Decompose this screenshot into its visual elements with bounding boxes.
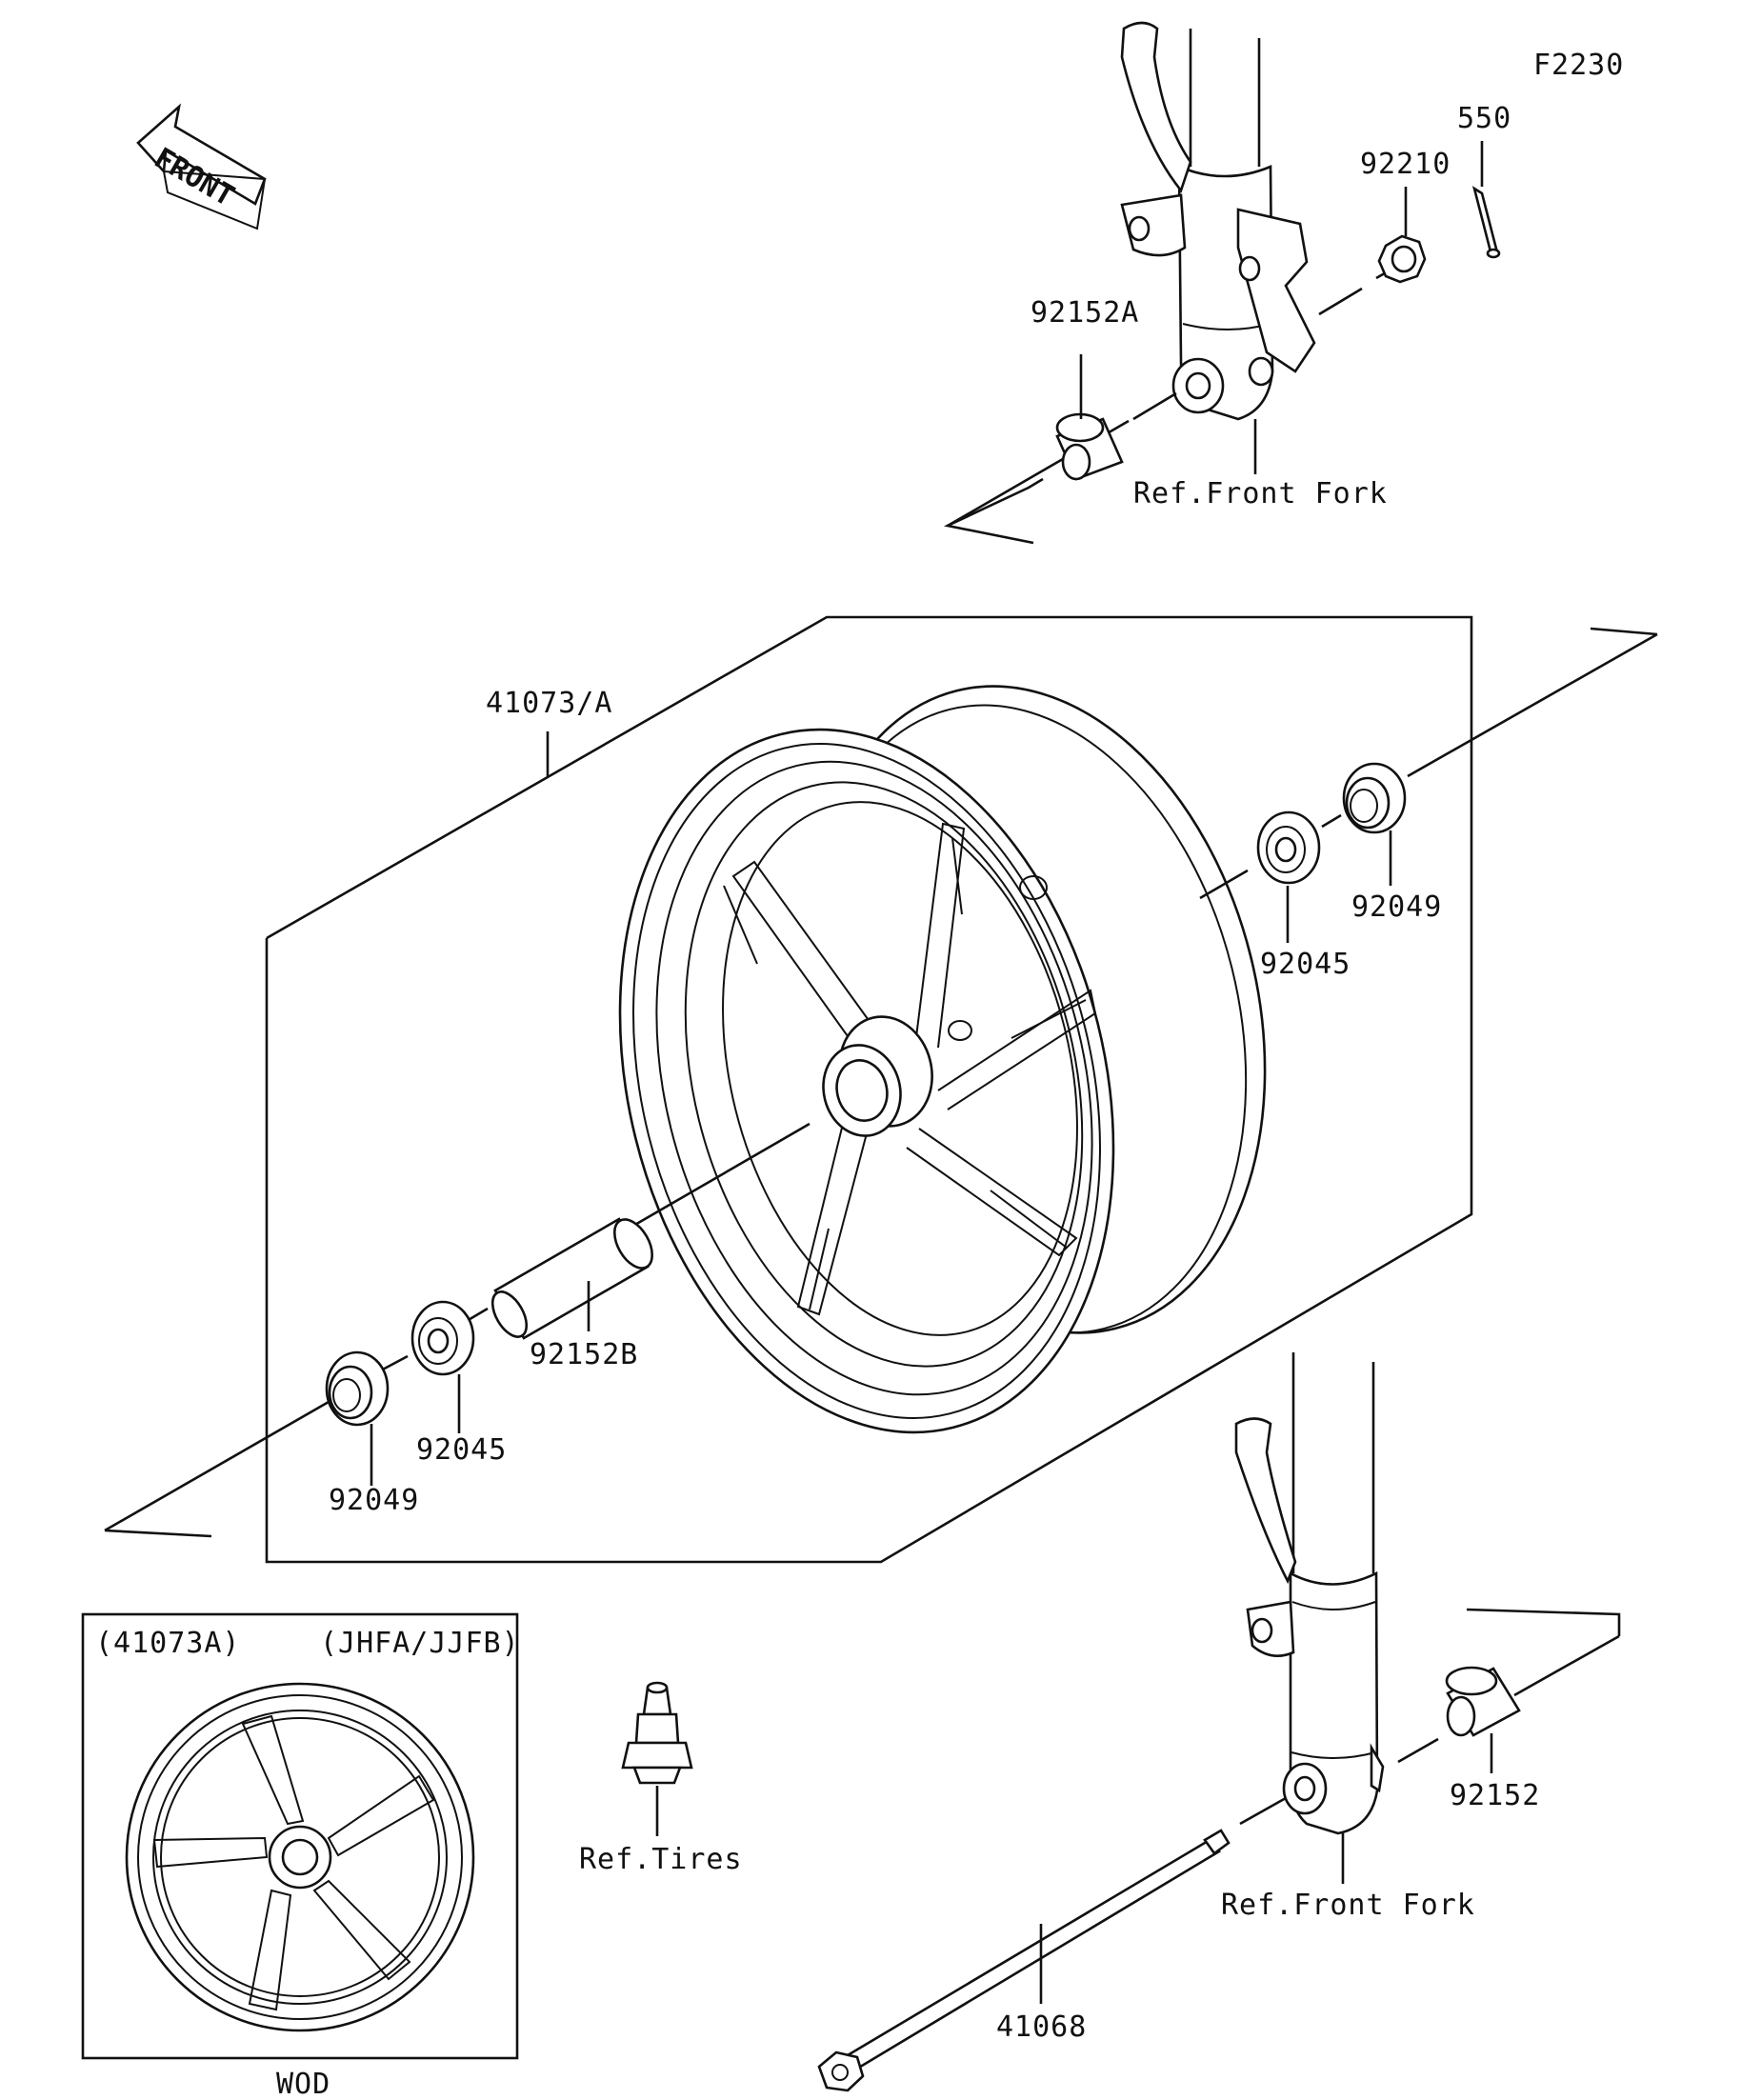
- label-92210: 92210: [1360, 148, 1451, 181]
- inset-models: (JHFA/JJFB): [320, 1627, 520, 1660]
- figure-code: F2230: [1533, 49, 1624, 82]
- front-fork-bottom-illustration: [1234, 1352, 1385, 1835]
- axle-nut-92210-icon: [1377, 234, 1427, 284]
- label-41073-a: 41073/A: [486, 687, 612, 720]
- label-ref-tires: Ref.Tires: [579, 1843, 743, 1876]
- inset-frame: [81, 1612, 519, 2060]
- inset-caption: WOD: [276, 2068, 330, 2100]
- label-92045-left: 92045: [416, 1433, 507, 1467]
- collar-92152a-icon: [1055, 412, 1124, 481]
- front-arrow-icon: FRONT: [136, 103, 267, 230]
- front-wheel-rim-icon: [618, 685, 1267, 1434]
- label-ref-front-fork-bottom: Ref.Front Fork: [1221, 1889, 1475, 1922]
- tire-valve-icon: [621, 1681, 693, 1785]
- cotter-pin-550-icon: [1471, 186, 1501, 259]
- label-92049-left: 92049: [329, 1484, 419, 1517]
- label-ref-front-fork-top: Ref.Front Fork: [1133, 477, 1388, 510]
- axle-41068-icon: [817, 1829, 1231, 2092]
- label-92045-right: 92045: [1260, 948, 1351, 981]
- collar-92152-icon: [1445, 1666, 1521, 1737]
- bearing-92045-right-icon: [1256, 810, 1321, 885]
- label-92152: 92152: [1450, 1779, 1540, 1812]
- oil-seal-92049-right-icon: [1342, 762, 1407, 834]
- label-92049-right: 92049: [1351, 890, 1442, 924]
- collar-92152b-icon: [490, 1217, 653, 1340]
- label-41068: 41068: [996, 2010, 1087, 2044]
- front-fork-top-illustration: [1120, 21, 1316, 421]
- oil-seal-92049-left-icon: [325, 1350, 390, 1427]
- label-550: 550: [1457, 102, 1511, 135]
- label-92152b: 92152B: [530, 1338, 638, 1371]
- inset-wheel-icon: [125, 1682, 475, 2032]
- label-92152a: 92152A: [1031, 296, 1139, 330]
- bearing-92045-left-icon: [410, 1300, 475, 1376]
- inset-part-number: (41073A): [95, 1627, 241, 1660]
